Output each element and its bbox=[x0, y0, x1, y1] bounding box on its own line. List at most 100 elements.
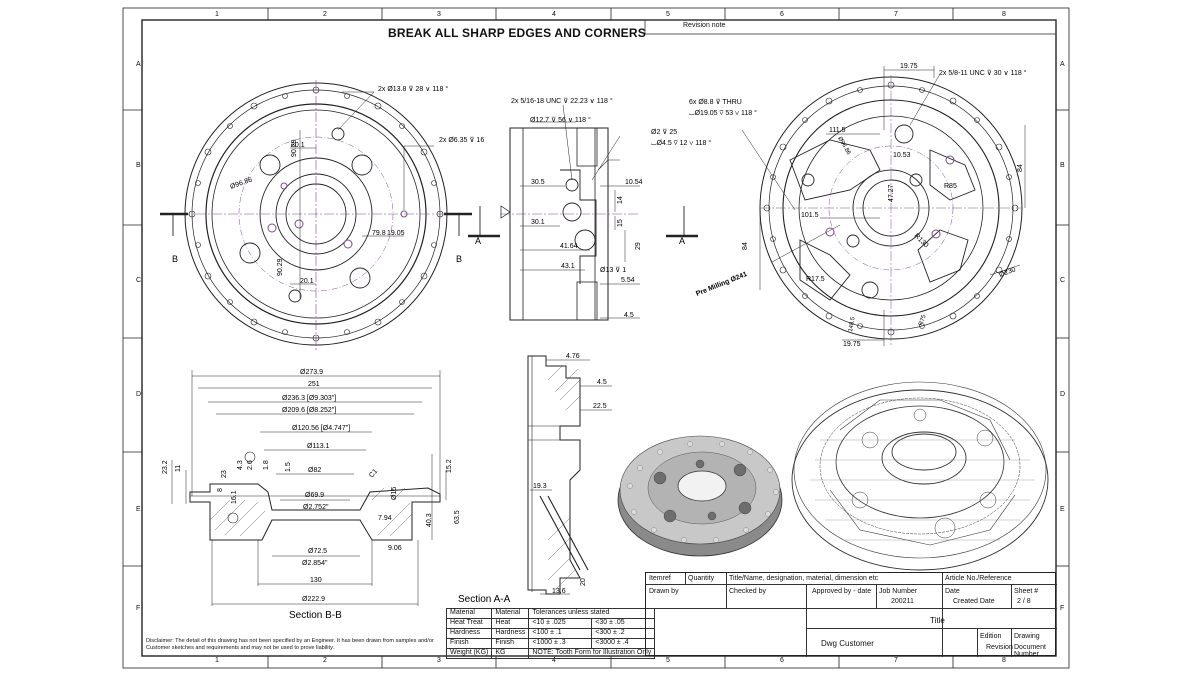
document-number-value: Document Number bbox=[1014, 644, 1046, 658]
dim-front-3: Ø96.86 bbox=[229, 176, 253, 190]
dim-front-5: 19.05 bbox=[387, 230, 405, 237]
hardness-label: Hardness bbox=[445, 628, 493, 639]
dim-right-9: 84 bbox=[742, 242, 749, 250]
row-label-d: D bbox=[136, 391, 142, 398]
dim-side-2: 10.54 bbox=[625, 179, 643, 186]
revision-note-box bbox=[644, 19, 1057, 35]
section-bb-view bbox=[171, 370, 447, 606]
dim-side-10: 5.54 bbox=[621, 277, 635, 284]
row-label-c-right: C bbox=[1060, 277, 1066, 284]
disclaimer-text: Disclaimer: The detail of this drawing h… bbox=[146, 638, 434, 651]
front-view bbox=[160, 80, 472, 350]
sheet-frame bbox=[122, 7, 1070, 669]
date-label: Date bbox=[945, 588, 960, 595]
dim-front-6: 90.29 bbox=[277, 258, 284, 276]
dim-bb-29: 8 bbox=[217, 488, 224, 492]
tolerance-3a: <1000 ± .3 bbox=[528, 638, 593, 649]
dim-right-2: 111.5 bbox=[829, 127, 846, 134]
dim-bb-1: Ø273.9 bbox=[300, 369, 323, 376]
dim-bb-19: 1.8 bbox=[263, 460, 270, 470]
dim-bb-11: Ø2.854" bbox=[302, 560, 328, 567]
row-label-c: C bbox=[136, 277, 142, 284]
col-label-4-bottom: 4 bbox=[552, 657, 556, 664]
weight-value: KG bbox=[491, 648, 530, 659]
section-marker-b-left: B bbox=[172, 254, 178, 264]
dim-bb-14: 23.2 bbox=[162, 460, 169, 474]
revision-note-label: Revision note bbox=[683, 22, 726, 29]
callout-side-2: Ø12.7 ⊽ 56 ∨ 118 ° bbox=[530, 116, 591, 124]
dim-aa-4: 19.3 bbox=[533, 483, 547, 490]
quantity-label: Quantity bbox=[688, 575, 715, 582]
section-aa-view bbox=[527, 355, 612, 595]
section-marker-a-left: A bbox=[475, 236, 481, 246]
row-label-b-right: B bbox=[1060, 162, 1065, 169]
drawn-by-label: Drawn by bbox=[649, 588, 679, 595]
col-label-4: 4 bbox=[552, 11, 556, 18]
dim-bb-20: 1.5 bbox=[285, 462, 292, 472]
pre-milling-note: Pre Milling Ø241 bbox=[695, 271, 748, 298]
dim-right-6: 47.27 bbox=[888, 184, 895, 202]
job-number-value: 200211 bbox=[891, 598, 914, 605]
title-block: Itemref Quantity Title/Name, designation… bbox=[645, 572, 1057, 658]
dim-bb-9: Ø2.752" bbox=[303, 504, 329, 511]
dim-bb-22: Ø15 bbox=[391, 487, 398, 500]
title-field: Title bbox=[930, 616, 945, 625]
title-name-label: Title/Name, designation, material, dimen… bbox=[729, 575, 879, 582]
col-label-8-bottom: 8 bbox=[1002, 657, 1006, 664]
dim-right-11: R17.5 bbox=[806, 276, 825, 283]
dim-right-7: R85 bbox=[944, 183, 957, 190]
col-label-3-bottom: 3 bbox=[437, 657, 441, 664]
row-label-e-right: E bbox=[1060, 506, 1065, 513]
created-date-value: Created Date bbox=[953, 598, 995, 605]
checked-by-label: Checked by bbox=[729, 588, 766, 595]
callout-side-5: 6x Ø8.8 ⊽ THRU bbox=[689, 98, 742, 106]
col-label-2: 2 bbox=[323, 11, 327, 18]
sheet-value: 2 / 8 bbox=[1017, 598, 1031, 605]
dim-bb-2: 251 bbox=[308, 381, 320, 388]
dim-bb-24: 9.06 bbox=[388, 545, 402, 552]
dim-aa-6: 20 bbox=[580, 578, 587, 586]
dim-bb-26: 63.5 bbox=[454, 510, 461, 524]
callout-right-top: 2x 5/8-11 UNC ⊽ 30 ∨ 118 ° bbox=[939, 69, 1027, 77]
dim-side-9: Ø13 ⊽ 1 bbox=[600, 266, 626, 274]
tooth-form-note: NOTE: Tooth Form for Illustration Only bbox=[528, 648, 656, 659]
callout-side-top: 2x 5/16-18 UNC ⊽ 22.23 ∨ 118 ° bbox=[511, 97, 613, 105]
col-label-3: 3 bbox=[437, 11, 441, 18]
section-marker-b-right: B bbox=[456, 254, 462, 264]
dim-front-2: 20.1 bbox=[291, 142, 305, 149]
iso-render-large bbox=[791, 381, 1049, 571]
dim-side-3: 14 bbox=[617, 196, 624, 204]
dim-bb-4: Ø209.6 [Ø8.252"] bbox=[282, 407, 336, 414]
row-label-d-right: D bbox=[1060, 391, 1066, 398]
side-view bbox=[468, 104, 698, 321]
dim-right-15: 19.75 bbox=[843, 341, 861, 348]
section-bb-dims: Ø273.9 251 Ø236.3 [Ø9.303"] Ø209.6 [Ø8.2… bbox=[162, 369, 461, 603]
dim-bb-12: 130 bbox=[310, 577, 322, 584]
section-bb-label: Section B-B bbox=[289, 610, 342, 621]
dim-bb-15: 11 bbox=[175, 465, 182, 472]
dim-bb-17: 4.3 bbox=[237, 460, 244, 470]
row-label-a: A bbox=[136, 61, 141, 68]
dim-bb-23: 7.94 bbox=[378, 515, 392, 522]
tolerance-1a: <10 ± .025 bbox=[528, 618, 593, 629]
sheet-label: Sheet # bbox=[1014, 588, 1039, 595]
row-label-b: B bbox=[136, 162, 141, 169]
dim-bb-8: Ø69.9 bbox=[305, 492, 324, 499]
material-value: Material bbox=[491, 608, 530, 619]
hardness-value: Hardness bbox=[491, 628, 530, 639]
row-label-f-right: F bbox=[1060, 605, 1065, 612]
tolerance-2a: <100 ± .1 bbox=[528, 628, 593, 639]
tolerance-header: Tolerances unless stated bbox=[528, 608, 656, 619]
row-label-f: F bbox=[136, 605, 141, 612]
revision-value: Revision bbox=[986, 644, 1013, 651]
dim-aa-3: 22.5 bbox=[593, 403, 607, 410]
itemref-label: Itemref bbox=[649, 575, 671, 582]
dim-front-7: 20.1 bbox=[300, 278, 314, 285]
callout-side-4: ⌴Ø4.5 ⊽ 12 ∨ 118 ° bbox=[651, 139, 711, 147]
callout-side-3: Ø2 ⊽ 25 bbox=[651, 128, 677, 136]
dim-front-4: 79.8 bbox=[372, 230, 386, 237]
job-number-label: Job Number bbox=[879, 588, 918, 595]
dim-side-5: 15 bbox=[617, 219, 624, 227]
iso-render-small bbox=[617, 435, 783, 557]
